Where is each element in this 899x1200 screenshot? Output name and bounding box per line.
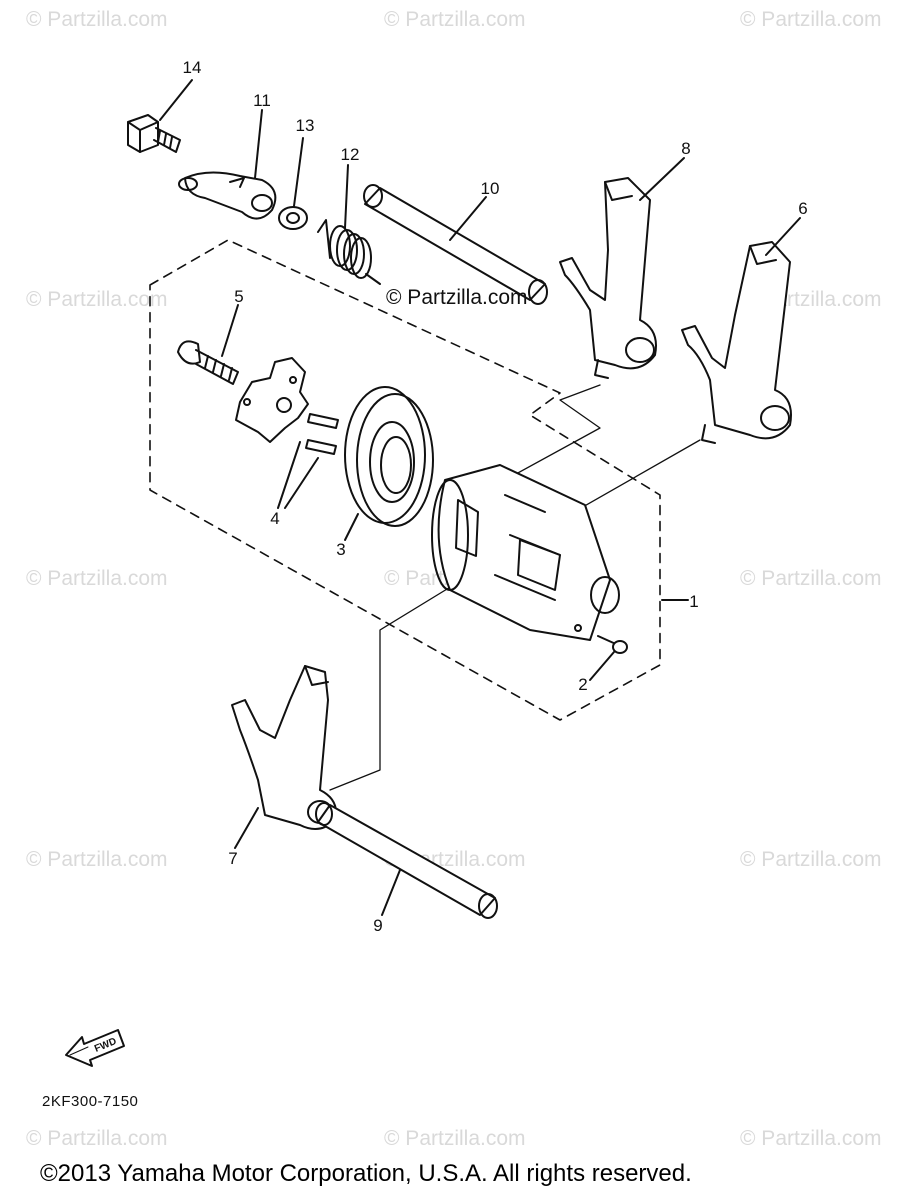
callout-8: 8 [681,139,690,158]
watermark: © Partzilla.com [740,1127,882,1150]
leader-13 [293,137,304,207]
watermark: © Partzilla.com [384,1127,526,1150]
leader-7 [234,807,259,849]
guide-bar-10 [363,184,548,305]
callout-7: 7 [228,849,237,868]
leader-11 [254,109,263,179]
bolt-14 [127,114,181,153]
copyright-notice: ©2013 Yamaha Motor Corporation, U.S.A. A… [40,1160,692,1187]
leader-5 [221,304,239,357]
fwd-arrow-icon [65,1029,125,1067]
screw-2 [597,635,628,654]
watermark: © Partzilla.com [26,848,168,871]
watermark: © Partzilla.com [384,8,526,31]
callout-10: 10 [481,179,500,198]
dowel-pins-4 [305,413,339,455]
leader-10 [449,196,487,241]
callout-5: 5 [234,287,243,306]
callout-9: 9 [373,916,382,935]
washer-13 [278,206,308,230]
callout-4: 4 [270,509,279,528]
stopper-lever-11 [178,171,277,220]
leader-6 [765,217,801,256]
segment-plate [235,357,309,443]
assembly-outline [149,239,661,721]
watermark: © Partzilla.com [26,288,168,311]
watermark: © Partzilla.com [26,1127,168,1150]
spring-12 [317,219,381,285]
leader-8 [639,157,685,201]
shift-fork-6 [681,241,792,444]
callout-12: 12 [341,145,360,164]
bolt-5 [177,340,239,385]
diagram-code: 2KF300-7150 [42,1093,139,1110]
leader-12 [344,164,349,229]
leader-4 [277,441,319,509]
leader-9 [381,869,401,916]
shift-drum [431,464,620,641]
callout-14: 14 [183,58,202,77]
shift-fork-8 [559,177,657,379]
leader-fork-8 [504,384,601,481]
callout-6: 6 [798,199,807,218]
watermark: © Partzilla.com [740,567,882,590]
leader-3 [344,513,359,541]
callout-1: 1 [689,592,698,611]
watermark: © Partzilla.com [26,8,168,31]
bearing-3 [344,386,434,527]
guide-bar-9 [315,802,498,919]
watermark: © Partzilla.com [740,8,882,31]
watermark: © Partzilla.com [740,848,882,871]
leader-14 [159,79,193,121]
watermark: © Partzilla.com [26,567,168,590]
callout-13: 13 [296,116,315,135]
callout-3: 3 [336,540,345,559]
callout-11: 11 [253,91,271,110]
leader-2 [589,651,615,681]
watermark-center: © Partzilla.com [386,286,528,309]
callout-2: 2 [578,675,587,694]
leader-fork-7 [329,574,471,791]
